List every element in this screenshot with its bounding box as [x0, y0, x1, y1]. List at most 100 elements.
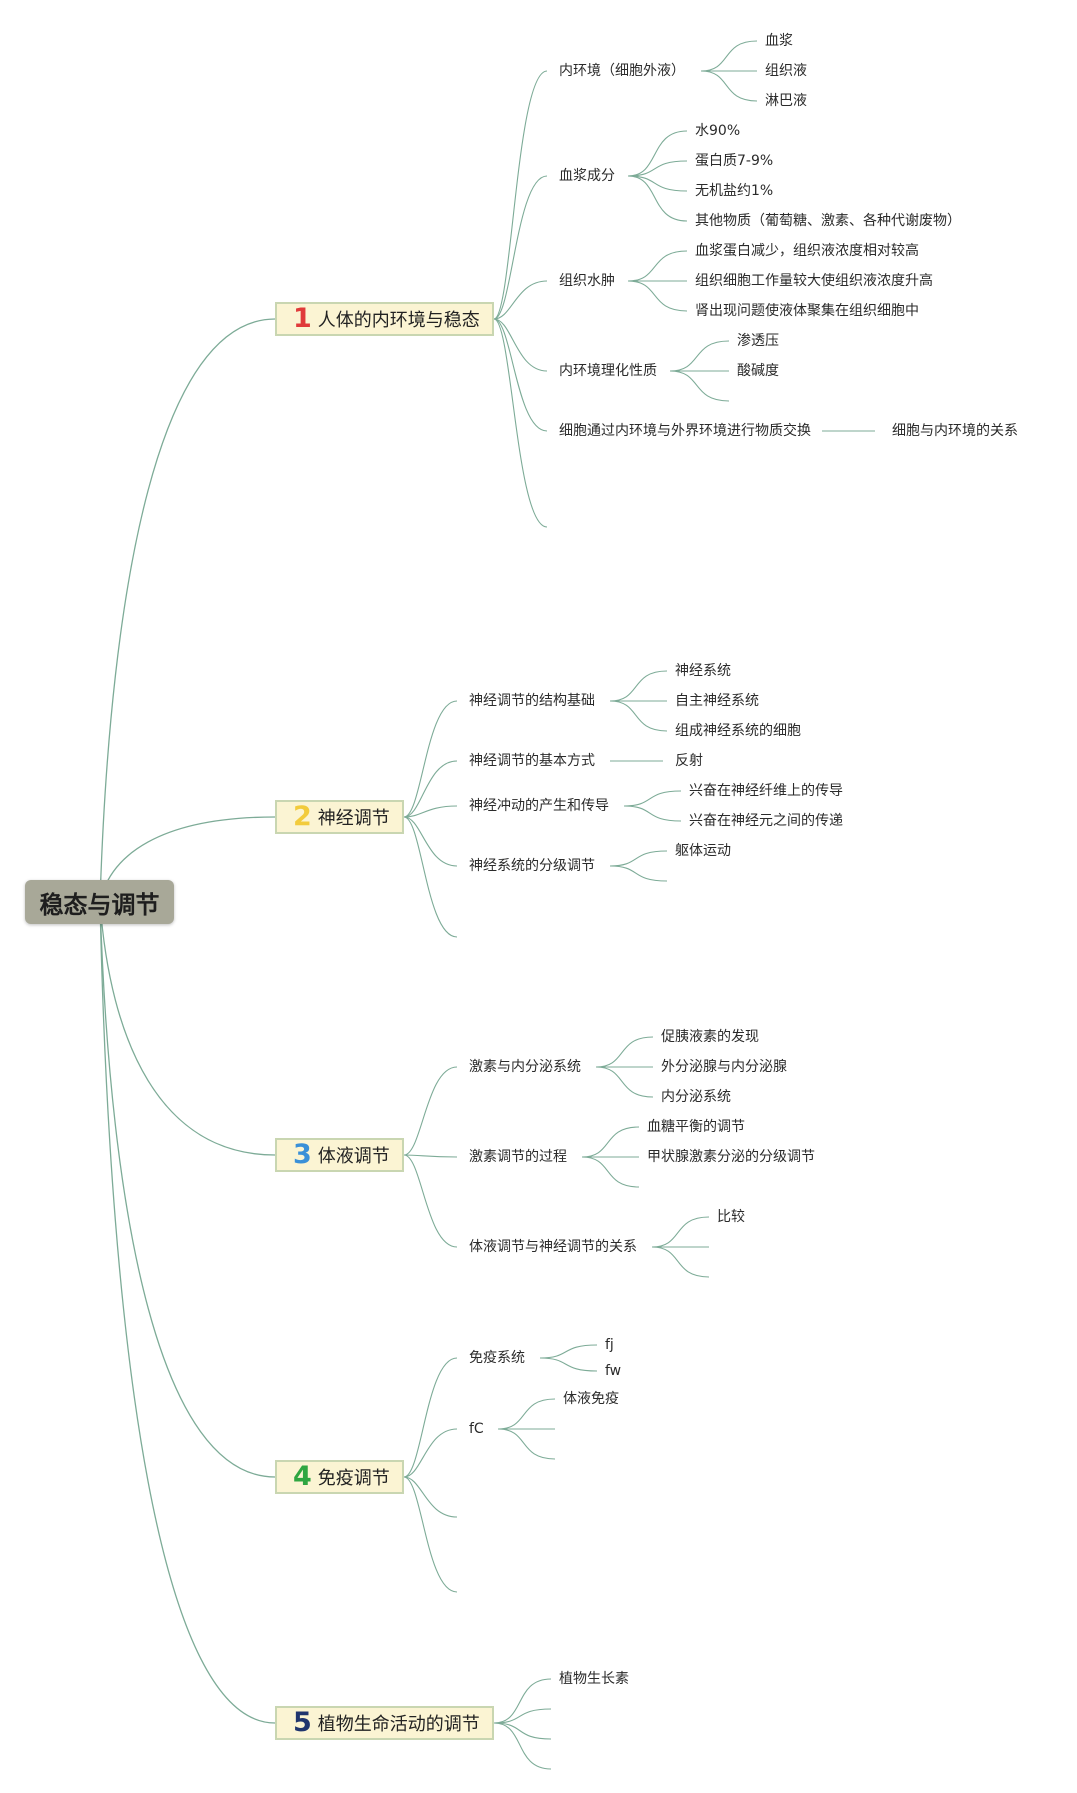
- root-connector-line: [99, 901, 276, 1724]
- t1-leaf[interactable]: 淋巴液: [765, 93, 807, 109]
- t4-leaf[interactable]: 体液免疫: [563, 1391, 619, 1407]
- branch-connector-line: [493, 318, 548, 528]
- t2-branch-basic-mode[interactable]: 神经调节的基本方式: [469, 753, 595, 769]
- t1-branch-internal-environment[interactable]: 内环境（细胞外液）: [559, 63, 685, 79]
- t1-leaf[interactable]: 血浆: [765, 33, 793, 49]
- leaf-connector-line: [493, 1722, 552, 1770]
- t1-leaf[interactable]: 酸碱度: [737, 363, 779, 379]
- leaf-connector-line: [627, 160, 688, 177]
- branch-connector-line: [403, 1154, 458, 1248]
- root-connector-line: [99, 318, 276, 903]
- leaf-connector-line: [623, 805, 682, 822]
- t2-leaf[interactable]: 躯体运动: [675, 843, 731, 859]
- branch-connector-line: [403, 760, 458, 818]
- t3-leaf[interactable]: 甲状腺激素分泌的分级调节: [647, 1149, 815, 1165]
- t3-branch-hormones[interactable]: 激素与内分泌系统: [469, 1059, 581, 1075]
- leaf-connector-line: [669, 340, 730, 372]
- branch-connector-line: [403, 1357, 458, 1478]
- branch-connector-line: [403, 700, 458, 818]
- t5-leaf[interactable]: 植物生长素: [559, 1671, 629, 1687]
- leaf-connector-line: [651, 1216, 710, 1248]
- leaf-connector-line: [627, 130, 688, 177]
- t1-leaf[interactable]: 肾出现问题使液体聚集在组织细胞中: [695, 303, 919, 319]
- branch-connector-line: [403, 1154, 458, 1158]
- leaf-connector-line: [623, 790, 682, 807]
- t2-leaf[interactable]: 反射: [675, 753, 703, 769]
- root-topic[interactable]: 稳态与调节: [25, 880, 174, 924]
- leaf-connector-line: [539, 1344, 598, 1359]
- topic-2-label: 神经调节: [317, 808, 390, 829]
- topic-5-number: 5: [293, 1707, 312, 1738]
- t2-leaf[interactable]: 组成神经系统的细胞: [675, 723, 801, 739]
- topic-5[interactable]: 5 植物生命活动的调节: [275, 1706, 494, 1740]
- leaf-connector-line: [609, 850, 668, 867]
- branch-connector-line: [403, 1476, 458, 1593]
- t3-branch-relationship[interactable]: 体液调节与神经调节的关系: [469, 1239, 637, 1255]
- t3-leaf[interactable]: 内分泌系统: [661, 1089, 731, 1105]
- topic-3-label: 体液调节: [317, 1146, 390, 1167]
- leaf-connector-line: [669, 370, 730, 402]
- t1-branch-physicochemical[interactable]: 内环境理化性质: [559, 363, 657, 379]
- t1-leaf[interactable]: 其他物质（葡萄糖、激素、各种代谢废物）: [695, 213, 961, 229]
- branch-connector-line: [493, 70, 548, 320]
- leaf-connector-line: [627, 250, 688, 282]
- t1-leaf[interactable]: 无机盐约1%: [695, 183, 774, 199]
- t4-branch-fc[interactable]: fC: [469, 1421, 484, 1437]
- leaf-connector-line: [493, 1678, 552, 1724]
- t3-leaf[interactable]: 促胰液素的发现: [661, 1029, 759, 1045]
- t3-leaf[interactable]: 外分泌腺与内分泌腺: [661, 1059, 787, 1075]
- branch-connector-line: [403, 1428, 458, 1478]
- branch-connector-line: [403, 1476, 458, 1518]
- t1-branch-material-exchange[interactable]: 细胞通过内环境与外界环境进行物质交换: [559, 423, 811, 439]
- t1-leaf[interactable]: 细胞与内环境的关系: [892, 423, 1018, 439]
- topic-4[interactable]: 4 免疫调节: [275, 1460, 404, 1494]
- t2-branch-impulse[interactable]: 神经冲动的产生和传导: [469, 798, 609, 814]
- leaf-connector-line: [609, 670, 668, 702]
- t4-branch-immune-system[interactable]: 免疫系统: [469, 1350, 525, 1366]
- leaf-connector-line: [493, 1722, 552, 1740]
- branch-connector-line: [493, 318, 548, 372]
- t3-branch-regulation-process[interactable]: 激素调节的过程: [469, 1149, 567, 1165]
- topic-3[interactable]: 3 体液调节: [275, 1138, 404, 1172]
- t1-leaf[interactable]: 组织液: [765, 63, 807, 79]
- leaf-connector-line: [700, 70, 758, 102]
- t4-leaf[interactable]: fw: [605, 1363, 622, 1379]
- branch-connector-line: [403, 816, 458, 938]
- topic-1-number: 1: [293, 303, 312, 334]
- t4-leaf[interactable]: fj: [605, 1337, 614, 1353]
- topic-1-label: 人体的内环境与稳态: [317, 310, 480, 331]
- t2-leaf[interactable]: 神经系统: [675, 663, 731, 679]
- t1-branch-plasma-composition[interactable]: 血浆成分: [559, 168, 615, 184]
- branch-connector-line: [493, 280, 548, 320]
- branch-connector-line: [403, 816, 458, 867]
- t2-branch-structure[interactable]: 神经调节的结构基础: [469, 693, 595, 709]
- root-connector-line: [99, 901, 276, 1478]
- branch-connector-line: [493, 175, 548, 320]
- branch-connector-line: [403, 805, 458, 818]
- topic-1[interactable]: 1 人体的内环境与稳态: [275, 302, 494, 336]
- leaf-connector-line: [497, 1398, 556, 1430]
- t2-leaf[interactable]: 自主神经系统: [675, 693, 759, 709]
- leaf-connector-line: [497, 1428, 556, 1460]
- leaf-connector-line: [539, 1357, 598, 1372]
- t1-leaf[interactable]: 渗透压: [737, 333, 779, 349]
- t2-leaf[interactable]: 兴奋在神经纤维上的传导: [689, 783, 843, 799]
- t1-leaf[interactable]: 组织细胞工作量较大使组织液浓度升高: [695, 273, 933, 289]
- branch-connector-line: [403, 1066, 458, 1156]
- leaf-connector-line: [581, 1126, 640, 1158]
- t1-leaf[interactable]: 蛋白质7-9%: [695, 153, 774, 169]
- t3-leaf[interactable]: 比较: [717, 1209, 745, 1225]
- t3-leaf[interactable]: 血糖平衡的调节: [647, 1119, 745, 1135]
- t1-leaf[interactable]: 水90%: [695, 123, 741, 139]
- topic-5-label: 植物生命活动的调节: [317, 1714, 480, 1735]
- t2-branch-hierarchy[interactable]: 神经系统的分级调节: [469, 858, 595, 874]
- leaf-connector-line: [595, 1036, 654, 1068]
- t1-leaf[interactable]: 血浆蛋白减少，组织液浓度相对较高: [695, 243, 919, 259]
- leaf-connector-line: [627, 280, 688, 312]
- t1-branch-tissue-edema[interactable]: 组织水肿: [559, 273, 615, 289]
- root-connector-line: [99, 901, 276, 1156]
- leaf-connector-line: [627, 175, 688, 222]
- topic-2[interactable]: 2 神经调节: [275, 800, 404, 834]
- t2-leaf[interactable]: 兴奋在神经元之间的传递: [689, 813, 843, 829]
- leaf-connector-line: [627, 175, 688, 192]
